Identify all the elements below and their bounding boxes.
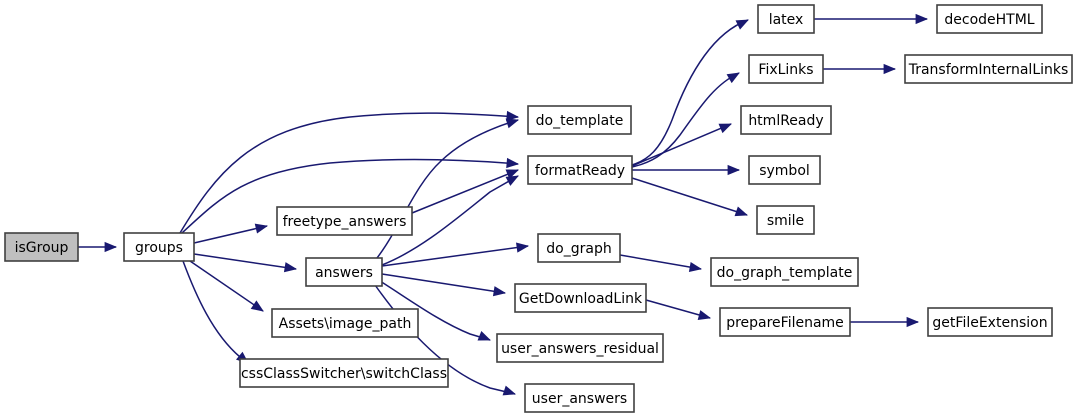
node-box-GetDownloadLink[interactable] <box>514 283 647 313</box>
node-answers[interactable]: answers <box>305 257 383 287</box>
node-decodeHTML[interactable]: decodeHTML <box>936 4 1043 34</box>
node-box-freetype_answers[interactable] <box>276 206 413 236</box>
edge-formatReady-to-htmlReady <box>631 123 732 167</box>
edge-groups-to-cssClassSwitcher_switchClass <box>182 260 249 364</box>
arrowhead-groups-to-freetype_answers <box>254 223 269 234</box>
arrowhead-answers-to-GetDownloadLink <box>492 286 507 297</box>
arrowhead-answers-to-do_template <box>505 118 520 129</box>
arrowhead-GetDownloadLink-to-prepareFilename <box>697 310 712 320</box>
node-box-do_graph_template[interactable] <box>710 257 859 287</box>
node-GetDownloadLink[interactable]: GetDownloadLink <box>514 283 647 313</box>
edge-freetype_answers-to-formatReady <box>411 169 519 214</box>
arrowhead-answers-to-formatReady <box>505 175 519 186</box>
node-getFileExtension[interactable]: getFileExtension <box>927 307 1053 337</box>
node-groups[interactable]: groups <box>123 232 195 262</box>
node-htmlReady[interactable]: htmlReady <box>740 105 832 135</box>
node-freetype_answers[interactable]: freetype_answers <box>276 206 413 236</box>
edge-answers-to-GetDownloadLink <box>381 273 506 294</box>
edge-groups-to-do_template <box>179 112 519 234</box>
node-smile[interactable]: smile <box>756 205 815 235</box>
edge-answers-to-user_answers_residual <box>379 280 491 341</box>
arrowhead-groups-to-answers <box>283 262 298 273</box>
edge-layer <box>78 18 927 395</box>
node-user_answers_residual[interactable]: user_answers_residual <box>496 333 664 363</box>
node-prepareFilename[interactable]: prepareFilename <box>719 307 851 337</box>
arrowhead-formatReady-to-FixLinks <box>726 72 740 84</box>
edge-formatReady-to-latex <box>631 19 749 166</box>
edge-groups-to-freetype_answers <box>193 225 268 244</box>
arrowhead-formatReady-to-htmlReady <box>718 123 732 134</box>
arrowhead-formatReady-to-latex <box>735 19 749 30</box>
node-box-smile[interactable] <box>756 205 815 235</box>
node-box-prepareFilename[interactable] <box>719 307 851 337</box>
node-TransformInternalLinks[interactable]: TransformInternalLinks <box>904 54 1073 84</box>
node-symbol[interactable]: symbol <box>748 155 821 185</box>
node-FixLinks[interactable]: FixLinks <box>748 54 824 84</box>
node-do_graph_template[interactable]: do_graph_template <box>710 257 859 287</box>
node-do_template[interactable]: do_template <box>527 105 632 135</box>
node-box-user_answers[interactable] <box>524 383 635 413</box>
node-box-formatReady[interactable] <box>527 155 633 185</box>
node-box-FixLinks[interactable] <box>748 54 824 84</box>
arrowhead-answers-to-user_answers <box>502 385 517 396</box>
edge-groups-to-answers <box>193 253 297 270</box>
arrowhead-latex-to-decodeHTML <box>915 13 929 25</box>
node-box-do_graph[interactable] <box>537 233 621 263</box>
node-formatReady[interactable]: formatReady <box>527 155 633 185</box>
edge-formatReady-to-FixLinks <box>631 72 740 168</box>
node-layer: isGroup groups freetype_answersanswersAsse… <box>4 4 1073 413</box>
arrowhead-freetype_answers-to-formatReady <box>505 169 519 179</box>
arrowhead-answers-to-user_answers_residual <box>477 331 491 341</box>
edge-answers-to-do_graph <box>381 245 529 267</box>
edge-answers-to-formatReady <box>381 175 519 266</box>
arrowhead-groups-to-formatReady <box>506 157 520 169</box>
arrowhead-answers-to-do_graph <box>516 242 530 253</box>
node-box-latex[interactable] <box>757 4 815 34</box>
edge-groups-to-formatReady <box>181 158 519 234</box>
node-box-decodeHTML[interactable] <box>936 4 1043 34</box>
node-box-do_template[interactable] <box>527 105 632 135</box>
arrowhead-formatReady-to-symbol <box>727 164 741 176</box>
node-box-symbol[interactable] <box>748 155 821 185</box>
arrowhead-groups-to-Assets_image_path <box>250 300 264 312</box>
node-cssClassSwitcher_switchClass[interactable]: cssClassSwitcher\switchClass <box>239 358 449 388</box>
node-Assets_image_path[interactable]: Assets\image_path <box>271 308 419 338</box>
node-box-Assets_image_path[interactable] <box>271 308 419 338</box>
arrowhead-prepareFilename-to-getFileExtension <box>906 316 920 328</box>
arrowhead-layer <box>104 13 929 396</box>
node-latex[interactable]: latex <box>757 4 815 34</box>
arrowhead-formatReady-to-smile <box>734 206 748 217</box>
node-box-answers[interactable] <box>305 257 383 287</box>
edge-formatReady-to-smile <box>631 177 748 216</box>
edge-groups-to-Assets_image_path <box>189 260 264 312</box>
node-box-groups[interactable] <box>123 232 195 262</box>
node-do_graph[interactable]: do_graph <box>537 233 621 263</box>
node-box-getFileExtension[interactable] <box>927 307 1053 337</box>
node-box-cssClassSwitcher_switchClass[interactable] <box>239 358 449 388</box>
arrowhead-isGroup-to-groups <box>104 241 118 253</box>
node-box-TransformInternalLinks[interactable] <box>904 54 1073 84</box>
arrowhead-groups-to-do_template <box>506 110 520 122</box>
node-user_answers[interactable]: user_answers <box>524 383 635 413</box>
arrowhead-do_graph-to-do_graph_template <box>688 262 703 273</box>
node-isGroup[interactable]: isGroup <box>4 232 79 262</box>
node-box-htmlReady[interactable] <box>740 105 832 135</box>
arrowhead-FixLinks-to-TransformInternalLinks <box>883 63 897 75</box>
edge-answers-to-do_template <box>376 119 519 259</box>
node-box-user_answers_residual[interactable] <box>496 333 664 363</box>
edge-answers-to-user_answers <box>374 284 516 395</box>
edge-do_graph-to-do_graph_template <box>619 254 702 270</box>
node-box-isGroup[interactable] <box>4 232 79 262</box>
